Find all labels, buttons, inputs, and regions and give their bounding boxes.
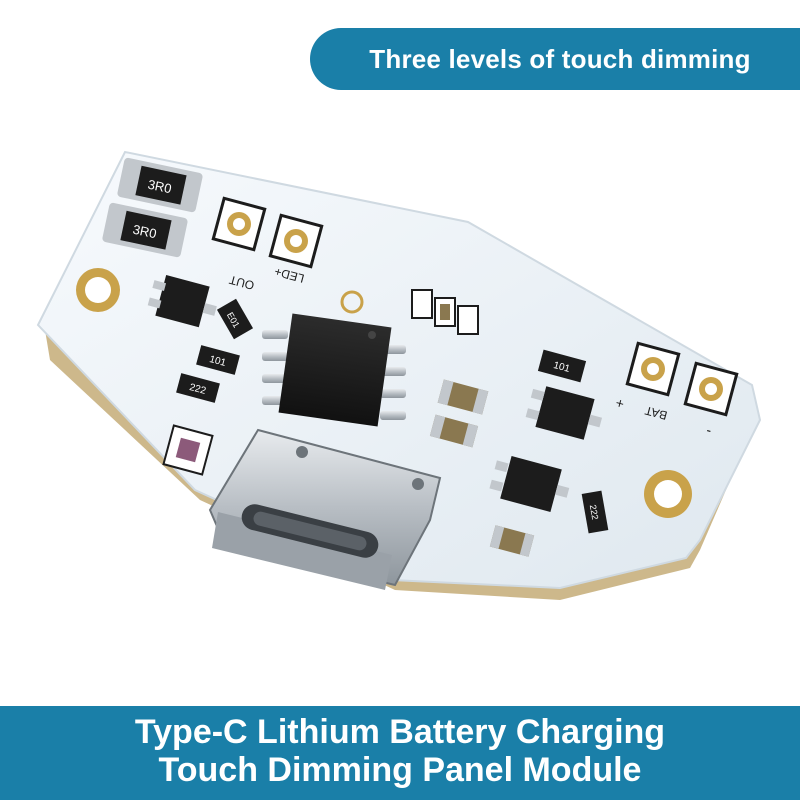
mounting-hole-right [644, 470, 692, 518]
ceramic-capacitor-2 [429, 414, 479, 448]
label-minus: - [704, 424, 713, 441]
top-banner: Three levels of touch dimming [310, 28, 800, 90]
ceramic-capacitor-3 [489, 525, 535, 557]
resistor-e01: E01 [216, 298, 254, 340]
led-pad-1 [211, 196, 267, 252]
title-line-1: Type-C Lithium Battery Charging [134, 713, 666, 751]
resistor-3r0-b: 3R0 [102, 202, 188, 258]
transistor-left [147, 275, 217, 328]
resistor-222-right: 222 [581, 490, 609, 534]
svg-text:3R0: 3R0 [131, 222, 157, 242]
battery-pad-pos [625, 341, 681, 397]
resistor-101-right: 101 [537, 349, 587, 383]
svg-text:222: 222 [588, 504, 600, 521]
via-center [340, 290, 364, 314]
led-pad-2 [268, 213, 324, 269]
transistor-bottom [489, 456, 570, 512]
capacitor-group [411, 289, 479, 335]
svg-text:222: 222 [188, 382, 207, 397]
bottom-banner [0, 706, 800, 800]
resistor-101-left: 101 [196, 345, 240, 375]
battery-pad-neg [683, 361, 739, 417]
svg-text:101: 101 [208, 354, 227, 369]
indicator-led [162, 424, 214, 476]
main-ic-chip [262, 313, 406, 427]
transistor-right [525, 386, 603, 440]
mounting-hole-left [76, 268, 120, 312]
svg-text:3R0: 3R0 [146, 177, 172, 197]
ceramic-capacitor-1 [437, 379, 489, 415]
product-photo: 3R0 3R0 OUT LED+ E01 101 222 [36, 150, 762, 600]
title-line-2: Touch Dimming Panel Module [158, 751, 642, 789]
label-plus: + [614, 395, 626, 413]
tagline-text: Three levels of touch dimming [369, 43, 751, 74]
label-out: OUT [227, 272, 256, 292]
svg-text:101: 101 [552, 360, 571, 375]
usb-type-c-connector [208, 428, 442, 590]
resistor-222-left: 222 [176, 373, 220, 403]
label-bat: BAT [643, 403, 669, 423]
resistor-3r0-a: 3R0 [117, 157, 203, 213]
